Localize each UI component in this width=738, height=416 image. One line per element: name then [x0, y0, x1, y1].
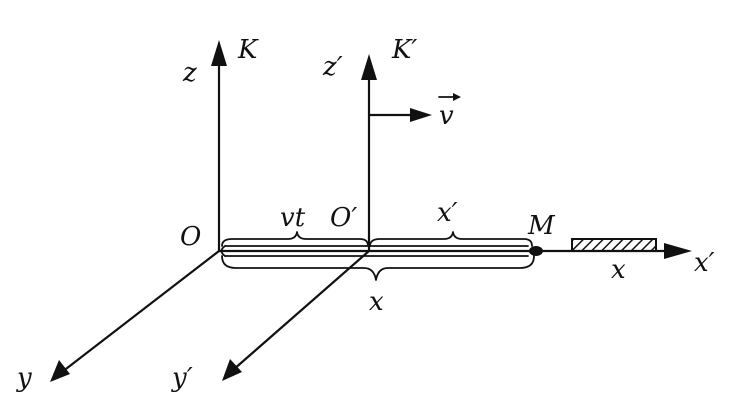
label-x-axis: x	[611, 255, 626, 285]
label-x-prime-brace: x′	[437, 198, 458, 228]
label-y: y	[16, 363, 32, 393]
label-x-brace: x	[369, 287, 384, 317]
x-axis-arrowhead	[664, 243, 692, 259]
brace-x	[221, 255, 535, 281]
brace-x-prime	[369, 231, 533, 247]
point-m-dot	[529, 246, 543, 256]
rod-left-end	[220, 245, 226, 257]
label-velocity: v	[439, 101, 454, 131]
y-prime-axis-arrowhead	[222, 359, 242, 381]
z-axis-arrowhead	[211, 40, 227, 66]
brace-vt	[221, 231, 369, 247]
label-z-prime: z′	[322, 52, 343, 82]
y-axis	[60, 249, 221, 374]
velocity-arrowhead	[410, 108, 432, 122]
y-axis-arrowhead	[50, 360, 70, 382]
z-prime-axis-arrowhead	[361, 54, 377, 80]
label-origin: O	[180, 222, 201, 252]
y-prime-axis	[231, 249, 371, 372]
label-z: z	[182, 58, 197, 88]
label-point-m: M	[527, 211, 556, 241]
label-y-prime: y′	[171, 363, 193, 393]
label-frame-k-prime: K′	[391, 35, 417, 65]
label-vt: vt	[280, 203, 306, 233]
velocity-vector-mark-head	[453, 93, 461, 101]
label-origin-prime: O′	[330, 203, 357, 233]
hatched-object	[571, 238, 657, 252]
label-frame-k: K	[237, 35, 259, 65]
label-x-prime-axis: x′	[694, 248, 715, 278]
